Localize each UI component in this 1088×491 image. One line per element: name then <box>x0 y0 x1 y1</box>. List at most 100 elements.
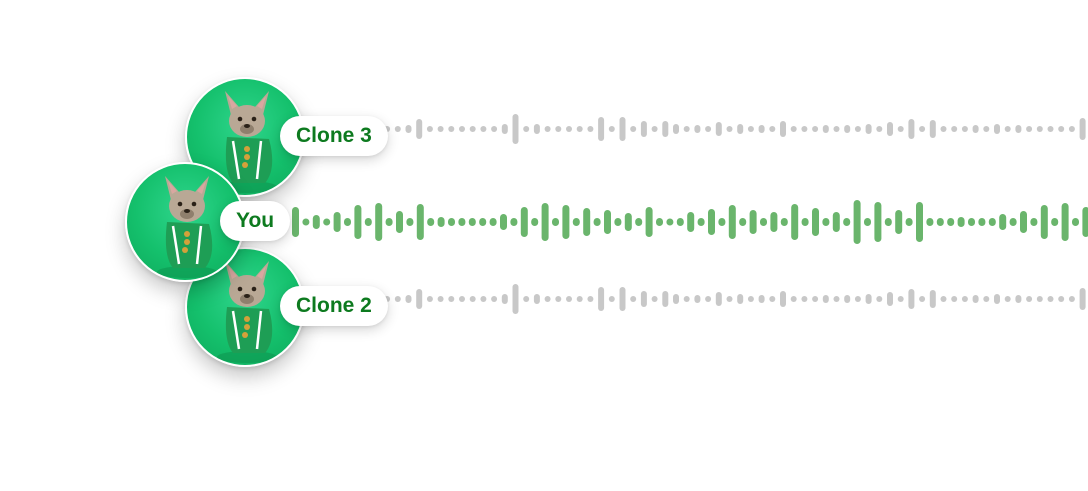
french-bulldog-icon <box>157 176 217 278</box>
clone-3-wave-bar <box>908 119 915 139</box>
you-wave-bar <box>396 211 403 233</box>
clone-2-wave-bar <box>929 290 936 308</box>
clone-3-wave-bar <box>790 126 797 132</box>
clone-3-wave-bar <box>994 124 1000 134</box>
clone-2-wave-bar <box>576 296 583 302</box>
clone-3-wave-bar <box>961 126 968 132</box>
you-wave-bar <box>323 218 331 226</box>
you-wave-bar <box>292 207 299 237</box>
clone-2-wave-bar <box>940 296 947 302</box>
you-wave-bar <box>312 215 320 229</box>
you-wave-bar <box>656 218 663 226</box>
you-wave-bar <box>1061 203 1069 241</box>
clone-3-wave-bar <box>801 126 808 132</box>
you-wave-bar <box>739 218 747 226</box>
you-wave-bar <box>583 208 591 236</box>
you-wave-bar <box>822 218 830 226</box>
clone-3-wave-bar <box>566 126 572 132</box>
clone-2-wave-bar <box>512 284 519 314</box>
clone-2-wave-bar <box>405 295 412 303</box>
you-wave-bar <box>333 212 341 232</box>
clone-2-wave-bar <box>758 295 765 303</box>
clone-2-wave-bar <box>598 287 605 311</box>
clone-2-wave-bar <box>491 296 498 302</box>
clone-3-wave-bar <box>854 126 861 132</box>
clone-3-wave-bar <box>758 125 765 133</box>
you-label[interactable]: You <box>220 201 291 241</box>
clone-2-wave-bar <box>972 295 979 303</box>
clone-3-wave-bar <box>833 126 840 132</box>
you-wave-bar <box>916 202 923 242</box>
clone-2-wave-bar <box>587 296 594 302</box>
you-wave-bar <box>572 218 580 226</box>
clone-2-wave-bar <box>854 296 861 302</box>
you-wave-bar <box>708 209 715 235</box>
you-wave-bar <box>926 218 934 226</box>
you-wave-bar <box>375 203 383 241</box>
clone-2-wave-bar <box>555 296 562 302</box>
you-wave-bar <box>749 210 757 234</box>
you-wave-bar <box>697 218 705 226</box>
you-wave-bar <box>302 218 310 226</box>
you-wave-bar <box>468 218 476 226</box>
you-wave-bar <box>645 207 653 237</box>
you-wave-bar <box>500 214 507 230</box>
clone-3-wave-bar <box>459 126 465 132</box>
clone-2-wave-bar <box>501 294 508 304</box>
clone-2-wave-bar <box>897 296 904 302</box>
clone-3-wave-bar <box>673 124 679 134</box>
you-wave-bar <box>541 203 549 241</box>
clone-3-wave-bar <box>619 117 626 141</box>
clone-3-wave-bar <box>876 126 883 132</box>
clone-2-wave-bar <box>459 296 465 302</box>
clone-3-wave-bar <box>812 126 819 132</box>
clone-3-wave-bar <box>919 126 926 132</box>
clone-3-wave-bar <box>544 126 551 132</box>
clone-2-wave-bar <box>865 294 872 304</box>
clone-2-wave-bar <box>844 295 851 303</box>
you-wave-bar <box>843 218 851 226</box>
clone-3-label[interactable]: Clone 3 <box>280 116 388 156</box>
you-wave-bar <box>416 204 424 240</box>
you-wave-bar <box>1082 207 1088 237</box>
clone-2-wave-bar <box>737 294 744 304</box>
clone-2-label[interactable]: Clone 2 <box>280 286 388 326</box>
you-wave-bar <box>1072 218 1079 226</box>
you-wave-bar <box>1051 218 1059 226</box>
you-wave-bar <box>812 208 819 236</box>
clone-2-wave-bar <box>887 292 893 306</box>
clone-3-wave-bar <box>897 126 904 132</box>
clone-3-wave-bar <box>640 121 647 137</box>
clone-2-wave-bar <box>694 295 701 303</box>
clone-3-wave-bar <box>694 125 701 133</box>
clone-2-wave-bar <box>480 296 487 302</box>
french-bulldog-icon <box>217 91 277 193</box>
clone-3-wave-bar <box>416 119 423 139</box>
you-wave-bar <box>479 218 487 226</box>
clone-3-wave-bar <box>951 126 958 132</box>
you-wave-bar <box>562 205 570 239</box>
clone-3-wave-bar <box>662 121 669 137</box>
clone-2-wave-bar <box>523 296 530 302</box>
clone-2-wave-bar <box>619 287 626 311</box>
clone-2-wave-bar <box>1068 296 1075 302</box>
clone-2-wave-bar <box>726 296 733 302</box>
you-wave-bar <box>458 218 466 226</box>
clone-2-wave-bar <box>630 296 637 302</box>
you-wave-bar <box>510 218 518 226</box>
you-wave-bar <box>895 210 903 234</box>
clone-3-wave-bar <box>747 126 754 132</box>
you-wave-bar <box>520 207 528 237</box>
clone-3-wave-bar <box>715 122 722 136</box>
you-wave-bar <box>728 205 736 239</box>
clone-3-wave-bar <box>780 121 786 137</box>
you-wave-bar <box>957 217 965 227</box>
you-wave-bar <box>437 217 445 227</box>
clone-3-wave-bar <box>533 124 540 134</box>
clone-3-wave-bar <box>523 126 530 132</box>
clone-3-wave-bar <box>1015 125 1022 133</box>
you-wave-bar <box>864 218 871 226</box>
you-wave-bar <box>604 210 611 234</box>
clone-3-wave-bar <box>1036 126 1043 132</box>
you-wave-bar <box>489 218 497 226</box>
